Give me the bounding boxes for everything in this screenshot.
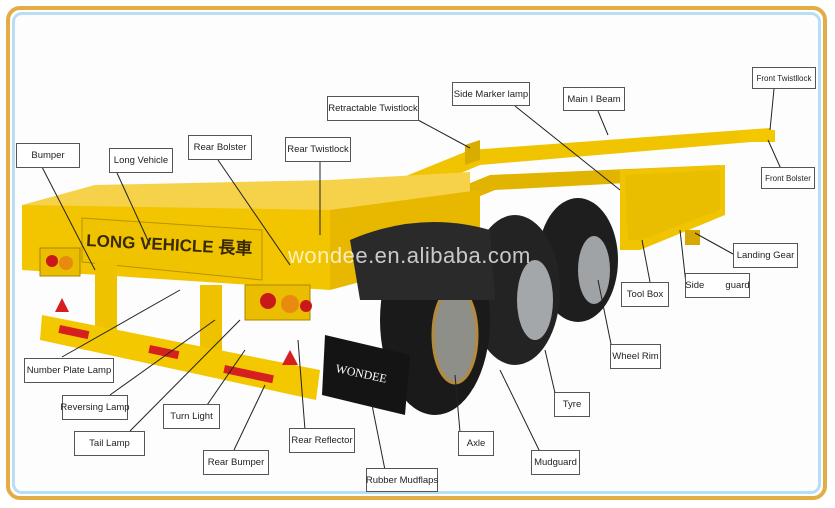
rubber-mudflap	[322, 335, 410, 415]
label-side-guard: Side guard	[685, 273, 750, 298]
leader-lines	[41, 88, 782, 471]
outer-frame	[6, 6, 827, 500]
label-tail-lamp: Tail Lamp	[74, 431, 145, 456]
label-bumper: Bumper	[16, 143, 80, 168]
label-rear-reflector: Rear Reflector	[289, 428, 355, 453]
label-tool-box: Tool Box	[621, 282, 669, 307]
label-reversing-lamp: Reversing Lamp	[60, 395, 130, 420]
label-tyre: Tyre	[554, 392, 590, 417]
label-long-vehicle: Long Vehicle	[109, 148, 173, 173]
watermark: wondee.en.alibaba.com	[288, 243, 531, 268]
label-side-marker-lamp: Side Marker lamp	[452, 82, 530, 106]
label-main-i-beam: Main I Beam	[563, 87, 625, 111]
label-number-plate-lamp: Number Plate Lamp	[24, 358, 114, 383]
label-front-bolster: Front Bolster	[761, 167, 815, 189]
label-rubber-mudflaps: Rubber Mudflaps	[366, 468, 438, 492]
label-wheel-rim: Wheel Rim	[610, 344, 661, 369]
label-mudguard: Mudguard	[531, 450, 580, 475]
label-rear-twistlock: Rear Twistlock	[285, 137, 351, 162]
label-rear-bolster: Rear Bolster	[188, 135, 252, 160]
label-front-twistlock: Front Twistllock	[752, 67, 816, 89]
label-axle: Axle	[458, 431, 494, 456]
label-turn-light: Turn Light	[163, 404, 220, 429]
label-rear-bumper: Rear Bumper	[203, 450, 269, 475]
label-retractable-twistlock: Retractable Twistlock	[327, 96, 419, 121]
label-landing-gear: Landing Gear	[733, 243, 798, 268]
